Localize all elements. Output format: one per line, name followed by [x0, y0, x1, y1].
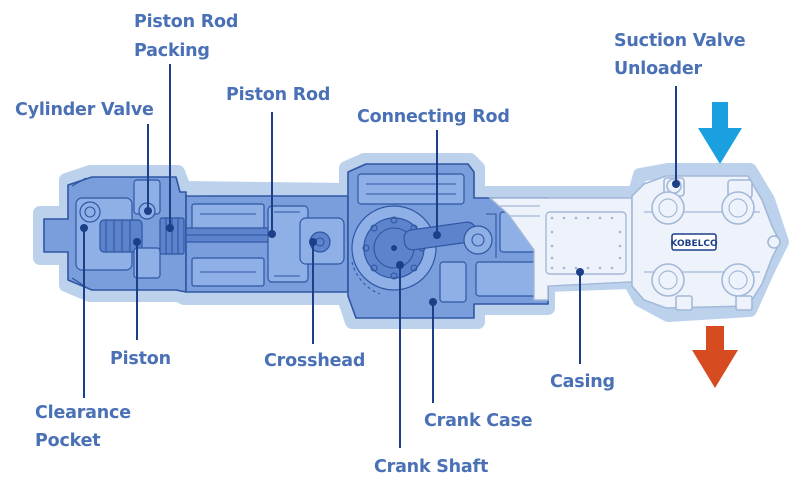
label-suction-valve-unloader-line1: Suction Valve — [614, 31, 746, 51]
point-crank-case — [429, 298, 437, 306]
label-piston: Piston — [110, 349, 171, 369]
point-casing — [576, 268, 584, 276]
kobelco-logo: KOBELCO — [670, 233, 718, 251]
outlet-arrow — [692, 326, 738, 388]
point-connecting-rod — [433, 231, 441, 239]
label-piston-rod-packing-line2: Packing — [134, 41, 210, 61]
point-crank-shaft — [396, 261, 404, 269]
label-piston-rod: Piston Rod — [226, 85, 330, 105]
leader-lines — [80, 64, 680, 448]
label-clearance-pocket-line1: Clearance — [35, 403, 131, 423]
point-clearance-pocket — [80, 224, 88, 232]
label-crank-shaft: Crank Shaft — [374, 457, 488, 477]
labels: Piston Rod Packing Cylinder Valve Piston… — [15, 12, 746, 477]
right-cylinder: KOBELCO — [631, 175, 781, 311]
point-piston — [133, 238, 141, 246]
label-cylinder-valve: Cylinder Valve — [15, 100, 154, 120]
piston-body — [99, 219, 143, 253]
point-suction-valve-unloader — [672, 180, 680, 188]
label-crank-case: Crank Case — [424, 411, 533, 431]
label-crosshead: Crosshead — [264, 351, 365, 371]
point-piston-rod — [268, 230, 276, 238]
logo-text: KOBELCO — [670, 239, 718, 249]
label-casing: Casing — [550, 372, 615, 392]
clearance-pocket-valve — [79, 201, 101, 223]
distance-piece — [185, 195, 349, 293]
point-cylinder-valve — [144, 207, 152, 215]
label-connecting-rod: Connecting Rod — [357, 107, 510, 127]
label-suction-valve-unloader-line2: Unloader — [614, 59, 702, 79]
point-crosshead — [309, 238, 317, 246]
label-clearance-pocket-line2: Pocket — [35, 431, 100, 451]
inlet-arrow — [698, 102, 742, 164]
label-piston-rod-packing-line1: Piston Rod — [134, 12, 238, 32]
point-piston-rod-packing — [166, 224, 174, 232]
